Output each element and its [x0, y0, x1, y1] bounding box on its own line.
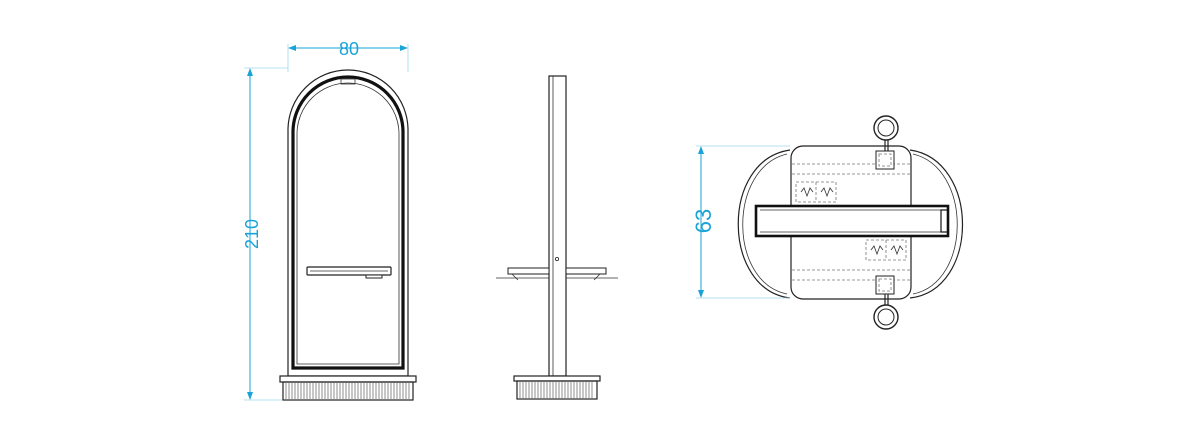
front-inner-line: [296, 82, 400, 365]
side-panel: [548, 75, 567, 377]
side-handle-right: [565, 267, 607, 275]
depth-label: 63: [691, 209, 716, 233]
side-handle-left: [507, 267, 550, 275]
front-handle-bracket: [365, 274, 383, 279]
front-outer-frame: [287, 69, 409, 377]
side-base-top: [513, 375, 601, 382]
front-base-grille: [285, 383, 410, 399]
width-dimension: 80: [287, 39, 409, 72]
side-view: [496, 75, 618, 400]
width-label: 80: [339, 39, 359, 59]
front-inner-frame: [291, 75, 405, 370]
front-base: [282, 381, 414, 401]
top-view: [737, 115, 963, 330]
side-base: [516, 380, 598, 400]
top-panel-section: [754, 204, 950, 238]
height-label: 210: [242, 219, 262, 249]
front-base-top: [279, 375, 417, 383]
side-base-grille: [519, 382, 593, 398]
top-badge: [340, 78, 356, 85]
front-view: [279, 69, 417, 401]
side-pivot: [555, 256, 560, 261]
height-dimension: 210: [242, 67, 288, 401]
top-oval-base: [737, 149, 963, 299]
depth-dimension: 63: [691, 145, 790, 299]
